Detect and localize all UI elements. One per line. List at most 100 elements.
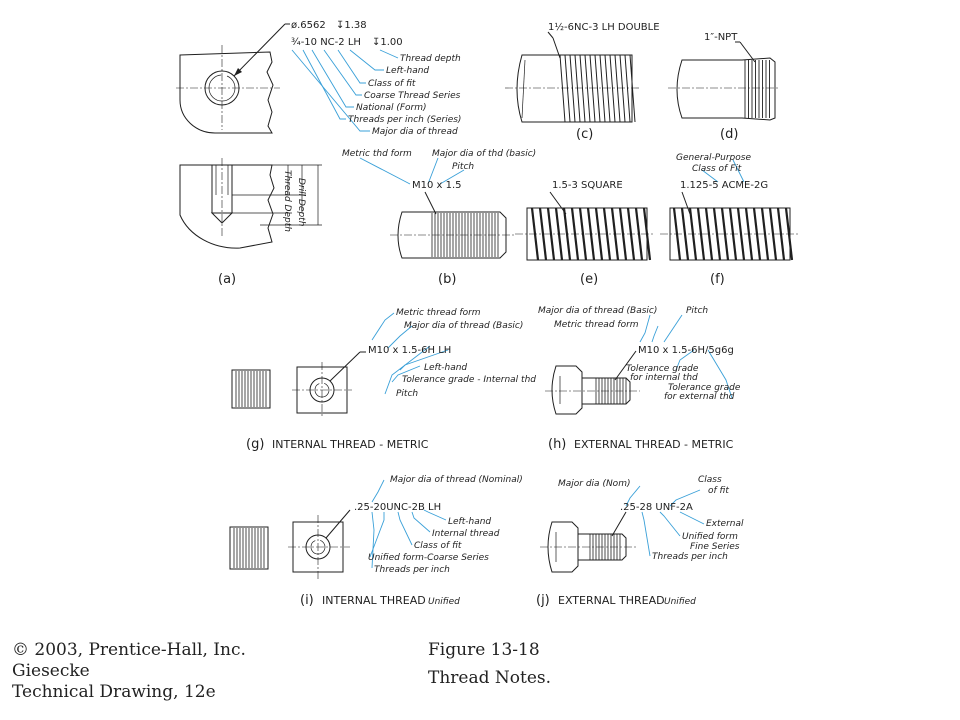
i-label-4: Unified form-Coarse Series [368, 553, 489, 563]
i-label-2: Internal thread [432, 529, 500, 539]
g-caption-letter: (g) [246, 437, 264, 452]
i-label-3: Class of fit [414, 541, 462, 551]
view-j-bolt [540, 511, 636, 573]
thread-line [564, 54, 571, 123]
h-label-6: for external thd [664, 392, 735, 402]
h-label-4: for internal thd [630, 373, 698, 383]
thread-line [776, 207, 786, 261]
a-caption: (a) [218, 272, 236, 287]
h-label-2: Metric thread form [554, 320, 639, 330]
i-label-1: Left-hand [448, 517, 491, 527]
view-a-section [179, 158, 322, 249]
a-callout-depth: ↧1.38 [336, 20, 367, 31]
b-label-0: Metric thd form [342, 149, 412, 159]
view-i-nut [229, 509, 351, 580]
thread-line [629, 54, 636, 123]
g-note: M10 x 1.5-6H LH [368, 345, 451, 356]
g-label-2: Left-hand [424, 363, 467, 373]
g-label-0: Metric thread form [396, 308, 481, 318]
c-caption: (c) [576, 127, 593, 142]
view-g-nut [231, 351, 366, 418]
a-label-6: Major dia of thread [372, 127, 458, 137]
j-caption-letter: (j) [536, 593, 550, 608]
b-caption: (b) [438, 272, 456, 287]
h-caption-text: EXTERNAL THREAD - METRIC [574, 438, 734, 451]
h-caption-letter: (h) [548, 437, 566, 452]
f-label-0: General-Purpose [676, 153, 751, 163]
a-label-1: Left-hand [386, 66, 429, 76]
i-label-0: Major dia of thread (Nominal) [390, 475, 523, 485]
view-f-acme-thread [660, 191, 800, 261]
thread-line [604, 54, 611, 123]
i-caption-italic: Unified [428, 597, 460, 607]
a-section-label-0: Thread Depth [282, 170, 292, 232]
a-label-0: Thread depth [400, 54, 461, 64]
a-callout-depth2: ↧1.00 [372, 37, 403, 48]
view-e-square-thread [515, 191, 655, 261]
view-c-thread [505, 31, 640, 123]
j-label-5: Fine Series [690, 542, 740, 552]
thread-line [599, 54, 606, 123]
g-label-3: Tolerance grade - Internal thd [402, 375, 536, 385]
j-label-2: of fit [708, 486, 729, 496]
view-d-pipe [668, 41, 780, 121]
thread-line [594, 54, 601, 123]
thread-line [624, 54, 631, 123]
figure-number: Figure 13-18 [428, 640, 540, 660]
e-note: 1.5-3 SQUARE [552, 180, 623, 191]
b-label-1: Major dia of thd (basic) [432, 149, 536, 159]
a-callout-dia: ø.6562 [291, 20, 326, 31]
copyright-line: © 2003, Prentice-Hall, Inc. [12, 640, 246, 660]
view-j-leaders [625, 485, 705, 557]
thread-line [614, 54, 621, 123]
a-section-label-1: Drill Depth [296, 178, 306, 227]
thread-line [559, 54, 566, 123]
j-label-0: Major dia (Nom) [558, 479, 630, 489]
a-callout-thread: ¾-10 NC-2 LH [291, 37, 361, 48]
thread-line [579, 54, 586, 123]
f-caption: (f) [710, 272, 725, 287]
g-label-4: Pitch [396, 389, 418, 399]
author-line: Giesecke [12, 661, 90, 681]
e-caption: (e) [580, 272, 598, 287]
b-note: M10 x 1.5 [412, 180, 462, 191]
view-b-thread [390, 191, 515, 259]
d-note: 1″-NPT [704, 32, 738, 43]
f-note: 1.125-5 ACME-2G [680, 180, 768, 191]
j-label-4: Unified form [682, 532, 738, 542]
j-note: .25-28 UNF-2A [620, 502, 693, 513]
g-caption-text: INTERNAL THREAD - METRIC [272, 438, 429, 451]
g-label-1: Major dia of thread (Basic) [404, 321, 523, 331]
a-label-4: National (Form) [356, 103, 427, 113]
copyright-block: © 2003, Prentice-Hall, Inc. Giesecke Tec… [12, 640, 246, 703]
view-a-plate [176, 23, 290, 134]
view-h-leaders [639, 314, 733, 399]
view-h-bolt [545, 350, 640, 415]
a-label-5: Threads per inch (Series) [348, 115, 461, 125]
h-label-0: Major dia of thread (Basic) [538, 306, 657, 316]
thread-line [574, 54, 581, 123]
thread-line [752, 207, 762, 261]
j-caption-italic: Unified [664, 597, 696, 607]
j-label-1: Class [698, 475, 722, 485]
thread-line [696, 207, 706, 261]
b-label-2: Pitch [452, 162, 474, 172]
i-caption-text: INTERNAL THREAD [322, 594, 426, 607]
j-label-3: External [706, 519, 744, 529]
thread-line [569, 54, 576, 123]
thread-line [589, 54, 596, 123]
view-f-leaders [701, 159, 745, 183]
i-label-5: Threads per inch [374, 565, 450, 575]
a-label-2: Class of fit [368, 79, 416, 89]
f-label-1: Class of Fit [692, 164, 742, 174]
h-note: M10 x 1.5-6H/5g6g [638, 345, 734, 356]
j-caption-text: EXTERNAL THREAD [558, 594, 665, 607]
a-label-3: Coarse Thread Series [364, 91, 461, 101]
view-i-leaders [369, 479, 447, 569]
thread-line [584, 54, 591, 123]
thread-line [609, 54, 616, 123]
h-label-5: Tolerance grade [668, 383, 741, 393]
view-b-leaders [359, 157, 465, 185]
j-label-6: Threads per inch [652, 552, 728, 562]
